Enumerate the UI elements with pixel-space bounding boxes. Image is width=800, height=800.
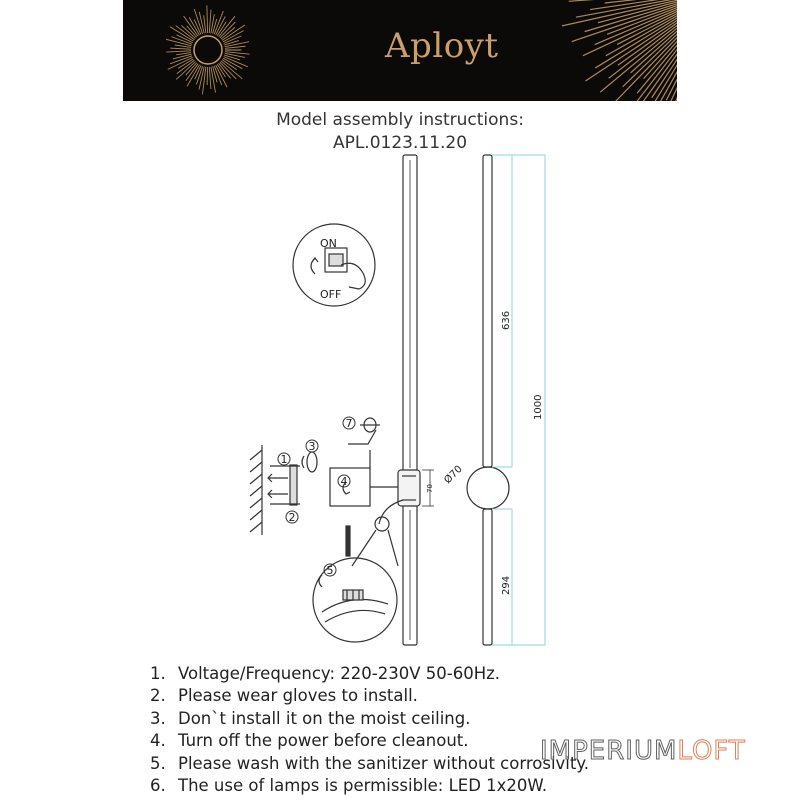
lamp-side-view [397,154,421,646]
model-number: APL.0123.11.20 [332,133,468,153]
sunburst-logo-icon [165,0,677,101]
brand-banner: Aployt [123,0,677,101]
dimension-label-636: 636 [501,311,512,330]
svg-text:1: 1 [281,453,288,466]
svg-text:3: 3 [309,440,316,453]
diameter-label-70: Ø70 [442,463,465,486]
lamp-front-view [466,154,510,646]
instruction-item: 5.Please wash with the sanitizer without… [150,753,590,773]
dimension-label-294: 294 [501,576,512,595]
watermark: IMPERIUMLOFT [539,736,746,767]
instruction-item: 1.Voltage/Frequency: 220-230V 50-60Hz. [150,664,501,683]
switch-off-label: OFF [320,288,341,301]
step-marker-4: 4 [337,474,351,488]
instruction-item: 2.Please wear gloves to install. [150,686,418,706]
brand-name: Aployt [385,26,499,66]
instruction-list: 1.Voltage/Frequency: 220-230V 50-60Hz. 2… [150,663,589,797]
wiring-detail [312,499,404,643]
dimension-label-70: 70 [426,484,434,493]
instruction-item: 3.Don`t install it on the moist ceiling. [150,708,471,728]
step-marker-5: 5 [323,563,337,577]
step-marker-3: 3 [305,439,319,453]
dimension-lines [492,154,546,646]
step-marker-1: 1 [277,452,291,466]
step-marker-2: 2 [285,510,299,524]
instruction-item: 6.The use of lamps is permissible: LED 1… [150,775,548,795]
switch-detail [292,223,376,307]
page-title: Model assembly instructions: [276,110,524,130]
step-marker-7: 7 [342,416,356,430]
instruction-item: 4.Turn off the power before cleanout. [150,731,469,751]
dimension-label-1000: 1000 [533,395,544,420]
svg-text:7: 7 [346,417,353,430]
switch-on-label: ON [320,237,337,250]
svg-text:2: 2 [289,511,296,524]
bracket-box [329,417,398,507]
svg-text:4: 4 [341,475,348,488]
dimension-70 [422,469,434,507]
svg-text:5: 5 [327,564,334,577]
wall-mount [249,445,318,535]
